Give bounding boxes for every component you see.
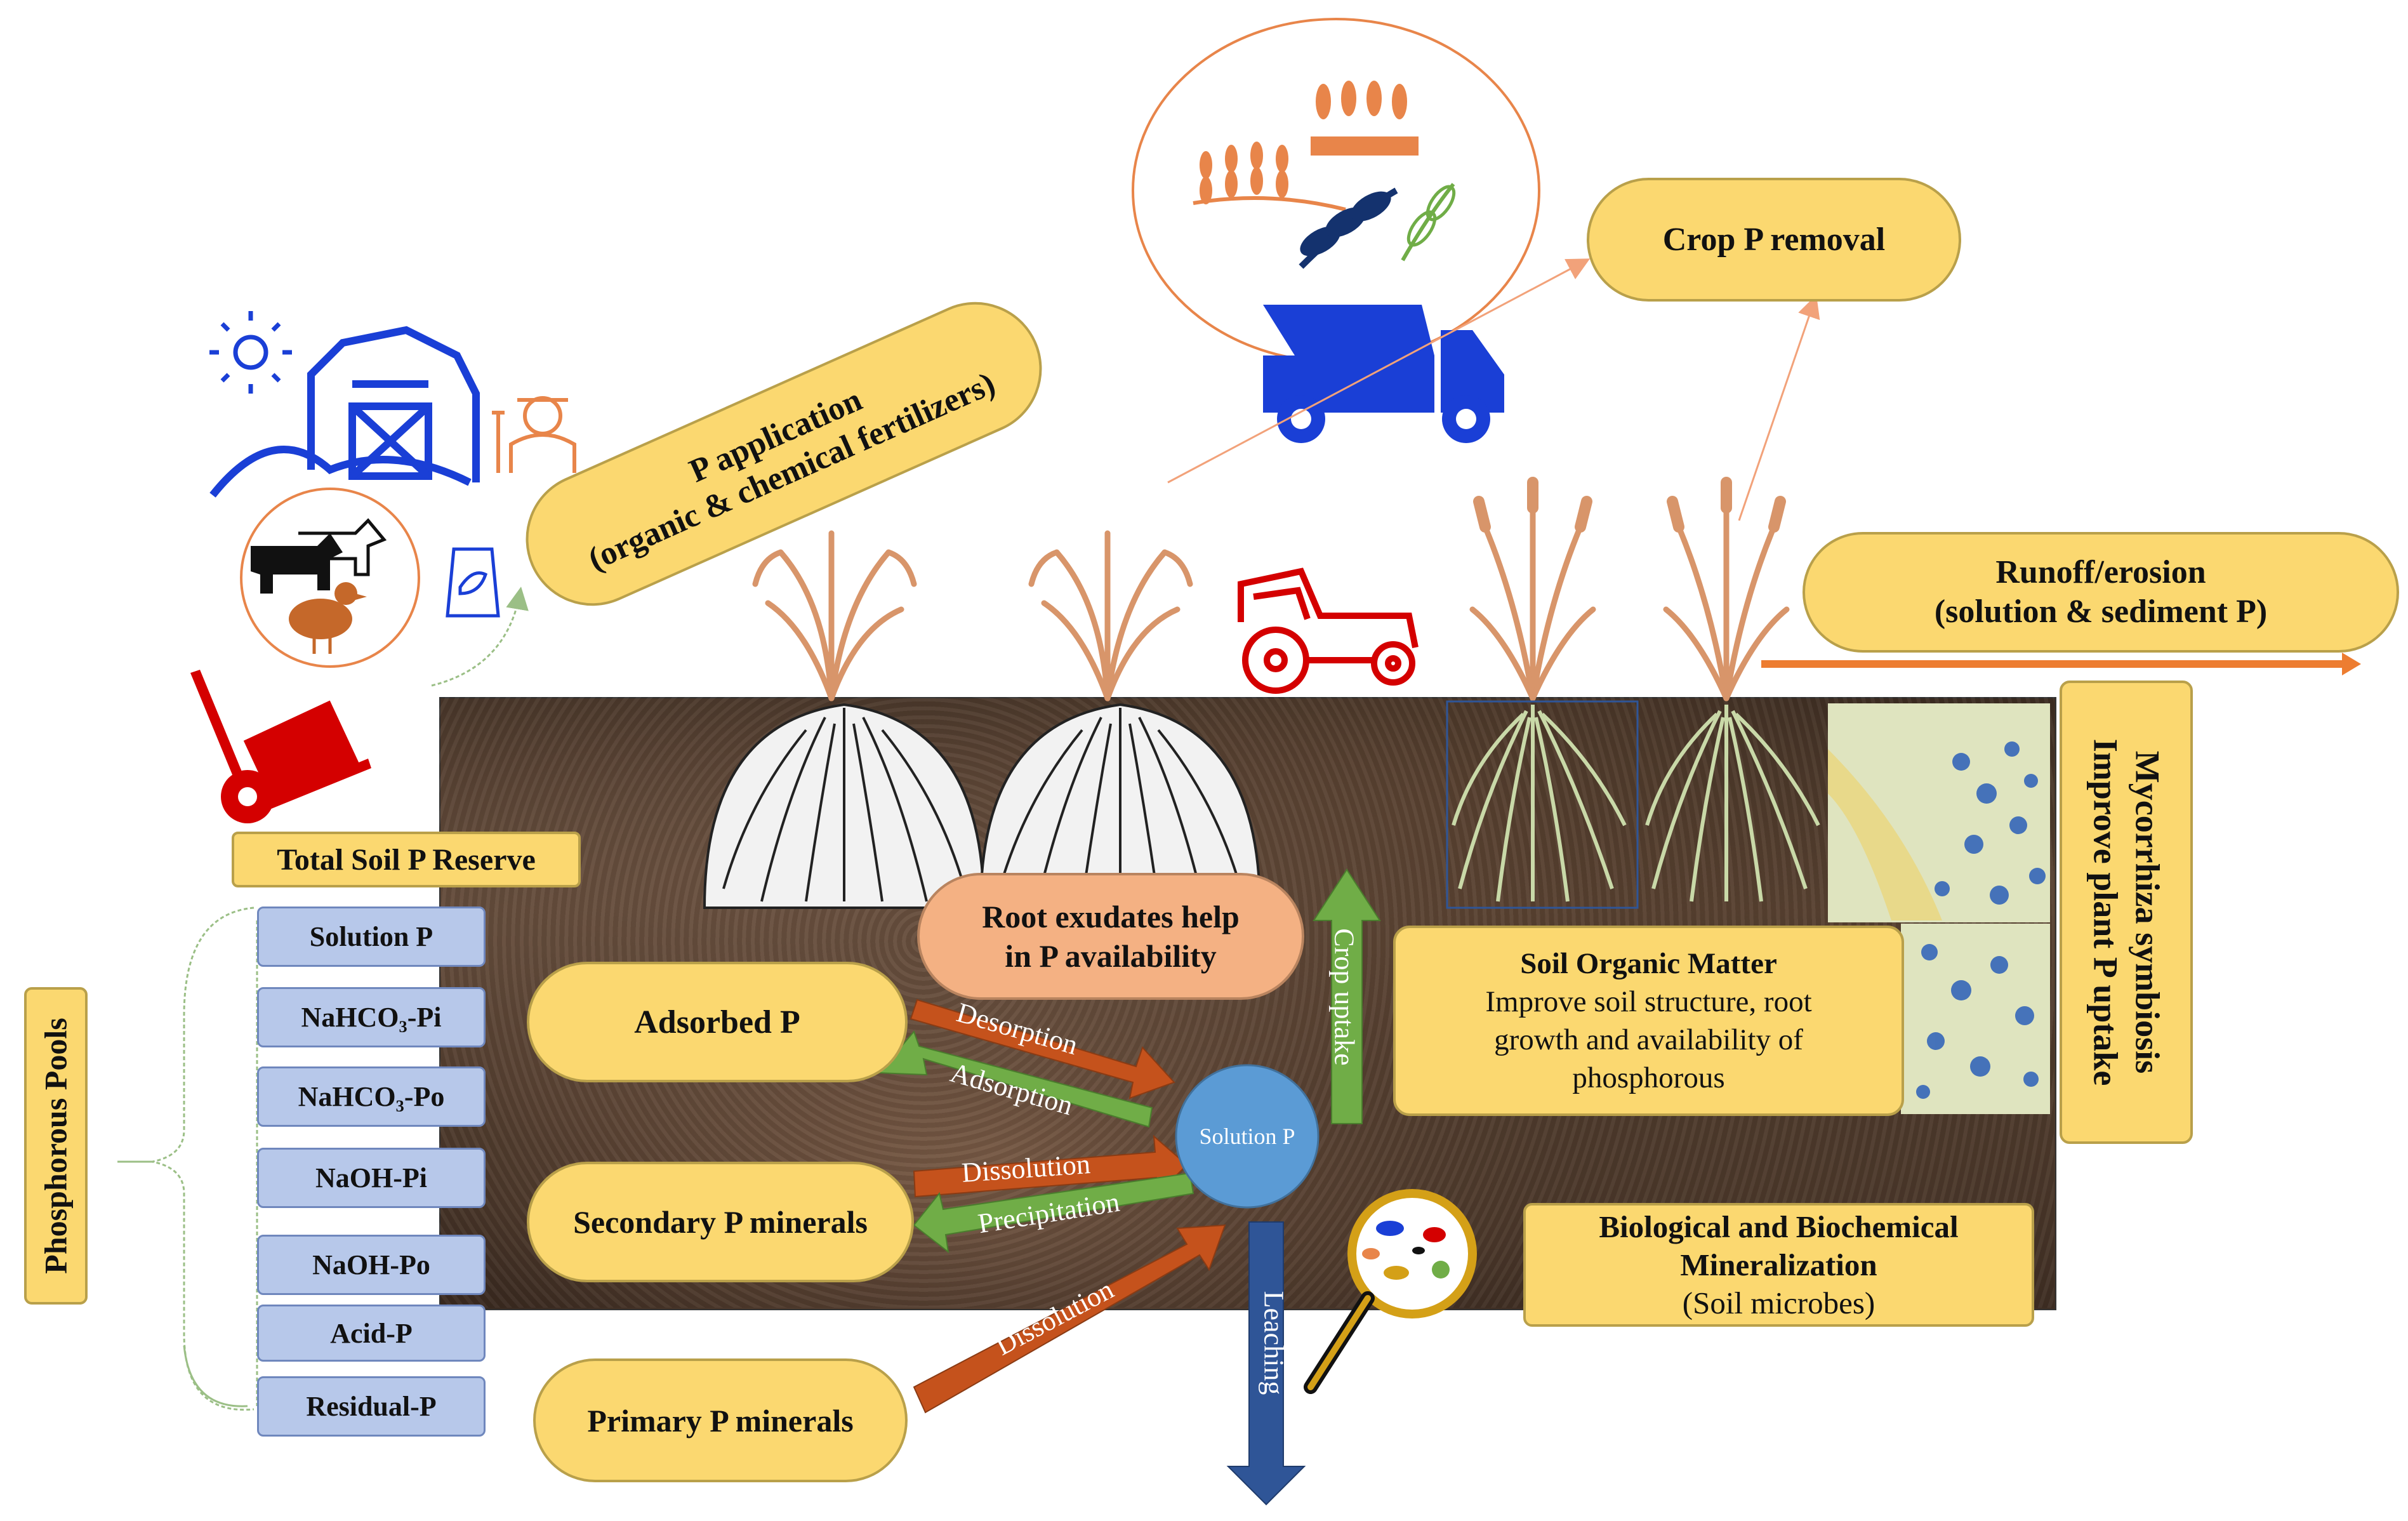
fertilizer-bag-icon <box>446 547 500 618</box>
adsorbed-p-box: Adsorbed P <box>527 962 908 1082</box>
hand-truck-icon <box>190 670 371 823</box>
pool-label: NaOH-Po <box>312 1249 430 1280</box>
phosphorous-pools-label: Phosphorous Pools <box>38 1018 74 1274</box>
leaching-arrow <box>1226 1221 1306 1506</box>
farmer-icon <box>492 396 576 473</box>
magnifier-microbes-icon <box>1304 1189 1477 1394</box>
pool-acid-p: Acid-P <box>257 1305 486 1362</box>
wheat-plant-icon <box>1663 477 1790 701</box>
mycorrhiza-label-1: Mycorrhiza symbiosis <box>2128 750 2166 1074</box>
truck-icon <box>1263 305 1504 443</box>
soil-organic-matter-box: Soil Organic Matter Improve soil structu… <box>1393 926 1904 1116</box>
adsorbed-p-label: Adsorbed P <box>634 1004 800 1040</box>
precipitation-arrow <box>913 1172 1194 1254</box>
bio-line-3: (Soil microbes) <box>1682 1285 1875 1320</box>
pool-label: NaHCO₃-Po <box>298 1081 445 1112</box>
leaf-icon <box>1299 183 1456 269</box>
pools-bracket <box>152 907 255 1411</box>
crop-uptake-arrow <box>1313 868 1381 1124</box>
root-exudates-box: Root exudates help in P availability <box>917 873 1304 1000</box>
wheat-icon <box>1193 81 1419 211</box>
mycorrhiza-micrograph <box>1828 703 2050 1114</box>
bio-line-2: Mineralization <box>1680 1247 1877 1282</box>
dissolution-arrow-primary <box>913 1224 1226 1414</box>
pool-label: Residual-P <box>306 1391 437 1422</box>
pool-nahco3-po: NaHCO₃-Po <box>257 1066 486 1127</box>
pool-residual-p: Residual-P <box>257 1376 486 1437</box>
crop-p-removal-label: Crop P removal <box>1662 222 1886 258</box>
root-system-icon <box>703 703 986 909</box>
total-soil-p-reserve-box: Total Soil P Reserve <box>232 832 581 887</box>
secondary-p-minerals-box: Secondary P minerals <box>527 1162 914 1282</box>
pool-label: NaOH-Pi <box>315 1162 427 1193</box>
bio-line-1: Biological and Biochemical <box>1599 1209 1959 1244</box>
wheat-plant-icon <box>1469 477 1596 701</box>
pool-label: Acid-P <box>330 1317 413 1349</box>
pool-naoh-po: NaOH-Po <box>257 1235 486 1295</box>
tractor-icon <box>1238 568 1419 694</box>
total-soil-p-reserve-label: Total Soil P Reserve <box>277 842 536 877</box>
solution-p-circle <box>1175 1064 1320 1209</box>
pool-label: Solution P <box>309 921 433 952</box>
leaching-label: Leaching <box>1258 1291 1290 1395</box>
pool-solution-p: Solution P <box>257 907 486 967</box>
runoff-label-2: (solution & sediment P) <box>1934 594 2268 630</box>
biological-mineralization-box: Biological and Biochemical Mineralizatio… <box>1523 1203 2034 1327</box>
rice-plant-icon <box>1028 530 1193 701</box>
pools-to-residual <box>183 1345 248 1407</box>
som-line-3: phosphorous <box>1572 1061 1725 1094</box>
root-exudates-label-1: Root exudates help <box>982 899 1240 934</box>
mycorrhiza-box: Mycorrhiza symbiosis Improve plant P upt… <box>2060 681 2193 1144</box>
fibrous-root-icon <box>1645 705 1820 902</box>
barn-icon <box>209 326 480 498</box>
runoff-box: Runoff/erosion (solution & sediment P) <box>1803 532 2399 653</box>
pool-label: NaHCO₃-Pi <box>301 1002 442 1033</box>
crop-p-removal-box: Crop P removal <box>1587 178 1961 302</box>
pool-nahco3-pi: NaHCO₃-Pi <box>257 987 486 1047</box>
fibrous-root-icon <box>1452 705 1627 902</box>
root-frame <box>1446 700 1639 909</box>
runoff-label-1: Runoff/erosion <box>1995 554 2206 590</box>
phosphorous-pools-box: Phosphorous Pools <box>24 987 88 1305</box>
som-line-2: growth and availability of <box>1494 1023 1803 1056</box>
cow-icon <box>251 518 387 594</box>
chicken-icon <box>289 582 367 654</box>
rice-plant-icon <box>752 530 917 701</box>
secondary-p-minerals-label: Secondary P minerals <box>573 1204 868 1240</box>
crop-uptake-label: Crop uptake <box>1328 928 1360 1066</box>
mycorrhiza-label-2: Improve plant P uptake <box>2086 738 2124 1086</box>
primary-p-minerals-label: Primary P minerals <box>587 1402 854 1438</box>
solution-p-text: Solution P <box>1199 1124 1295 1149</box>
som-title: Soil Organic Matter <box>1520 947 1777 980</box>
root-exudates-label-2: in P availability <box>1005 938 1217 974</box>
som-line-1: Improve soil structure, root <box>1485 985 1812 1018</box>
runoff-arrow <box>1761 653 2361 675</box>
solution-p-center-label: Solution P <box>1177 1117 1317 1155</box>
pool-naoh-pi: NaOH-Pi <box>257 1148 486 1208</box>
primary-p-minerals-box: Primary P minerals <box>533 1358 908 1482</box>
sun-icon <box>209 311 292 394</box>
desorption-arrow <box>910 999 1175 1099</box>
